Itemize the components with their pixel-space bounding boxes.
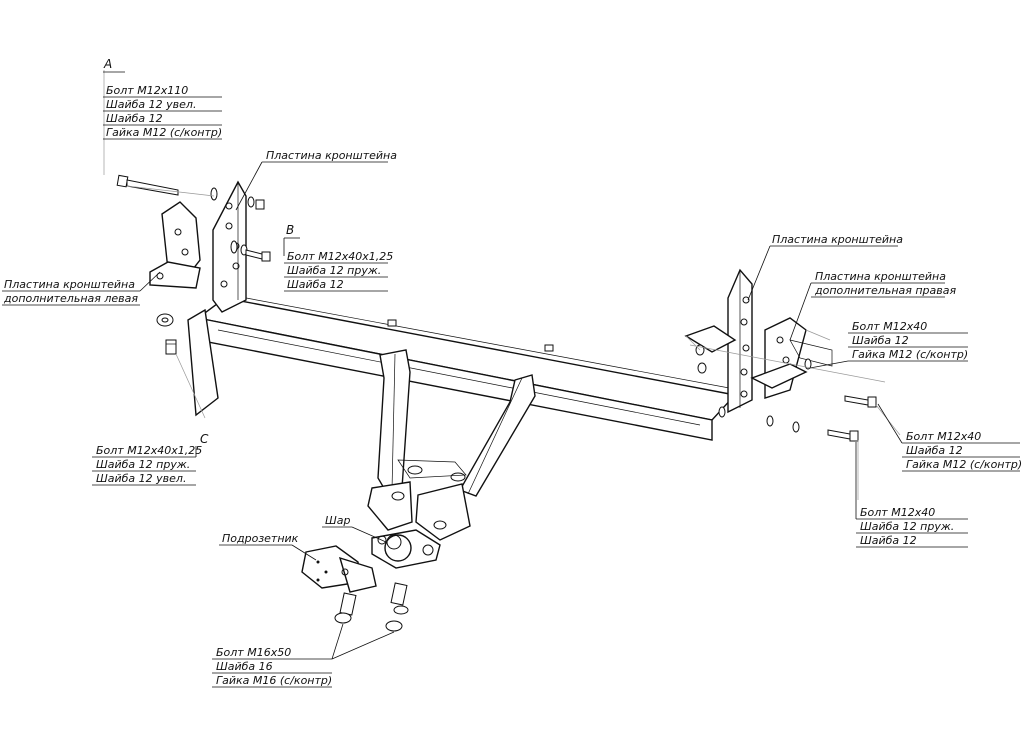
bolts-group-c [156,313,177,355]
bracket-plate-right-label: Пластина кронштейна [772,233,903,246]
assembly-lines [103,70,901,500]
callout-right-1-line-1: Болт М12х40 [852,320,927,333]
callout-right-1-line-2: Шайба 12 [852,334,909,347]
callout-right-2: Болт М12х40 Шайба 12 Гайка М12 (с/контр) [877,403,1022,472]
callout-bracket-plate-left: Пластина кронштейна [235,149,397,211]
extra-plate-left-label-1: Пластина кронштейна [4,278,135,291]
callout-socket-plate: Подрозетник [219,532,317,561]
callout-extra-plate-left: Пластина кронштейна дополнительная левая [2,271,161,306]
socket-plate [301,545,377,593]
socket-plate-label: Подрозетник [222,532,299,545]
callout-a-line-1: Болт М12х110 [106,84,188,97]
callout-right-2-line-1: Болт М12х40 [906,430,981,443]
tow-ball [371,529,441,569]
callout-ball: Шар [322,514,387,543]
callout-a-line-3: Шайба 12 [106,112,163,125]
cross-beam [196,294,741,441]
callout-bracket-plate-right: Пластина кронштейна [747,233,903,301]
callout-bottom-line-1: Болт М16х50 [216,646,291,659]
bracket-plate-right [684,268,753,414]
bolts-group-b [230,240,271,262]
callout-right-2-line-3: Гайка М12 (с/контр) [906,458,1022,471]
bolts-group-bottom [334,582,409,632]
callout-right-3: Болт М12х40 Шайба 12 пруж. Шайба 12 [855,442,968,548]
callout-right-3-line-2: Шайба 12 пруж. [860,520,954,533]
callout-extra-plate-right: Пластина кронштейна дополнительная права… [789,270,957,341]
extra-plate-right-label-1: Пластина кронштейна [815,270,946,283]
extra-plate-left-label-2: дополнительная левая [3,292,138,305]
callout-right-1-line-3: Гайка М12 (с/контр) [852,348,968,361]
callout-c-line-3: Шайба 12 увел. [96,472,186,485]
callout-b: B Болт М12х40х1,25 Шайба 12 пруж. Шайба … [283,223,393,292]
callout-bottom-line-3: Гайка М16 (с/контр) [216,674,332,687]
callout-b-line-1: Болт М12х40х1,25 [287,250,393,263]
drawbar-arm [367,349,536,541]
extra-plate-right [750,317,833,399]
callout-c-letter: C [200,432,209,446]
callout-bottom: Болт М16х50 Шайба 16 Гайка М16 (с/контр) [212,623,395,688]
callout-c-line-2: Шайба 12 пруж. [96,458,190,471]
callout-a: A Болт М12х110 Шайба 12 увел. Шайба 12 Г… [103,57,222,140]
callout-a-line-4: Гайка М12 (с/контр) [106,126,222,139]
callout-bottom-line-2: Шайба 16 [216,660,273,673]
ball-label: Шар [325,514,351,527]
extra-plate-left [149,201,219,417]
callout-right-3-line-1: Болт М12х40 [860,506,935,519]
callout-right-1: Болт М12х40 Шайба 12 Гайка М12 (с/контр) [809,320,968,369]
callout-right-2-line-2: Шайба 12 [906,444,963,457]
callout-c: C Болт М12х40х1,25 Шайба 12 пруж. Шайба … [92,432,209,486]
callout-c-line-1: Болт М12х40х1,25 [96,444,202,457]
callout-b-line-2: Шайба 12 пруж. [287,264,381,277]
callout-b-letter: B [286,223,294,237]
callout-b-line-3: Шайба 12 [287,278,344,291]
callout-right-3-line-3: Шайба 12 [860,534,917,547]
bolts-group-right [695,344,877,442]
callout-a-line-2: Шайба 12 увел. [106,98,196,111]
extra-plate-right-label-2: дополнительная правая [814,284,957,297]
bracket-plate-left-label: Пластина кронштейна [266,149,397,162]
bolts-group-a [116,174,265,210]
callout-a-letter: A [103,57,112,71]
